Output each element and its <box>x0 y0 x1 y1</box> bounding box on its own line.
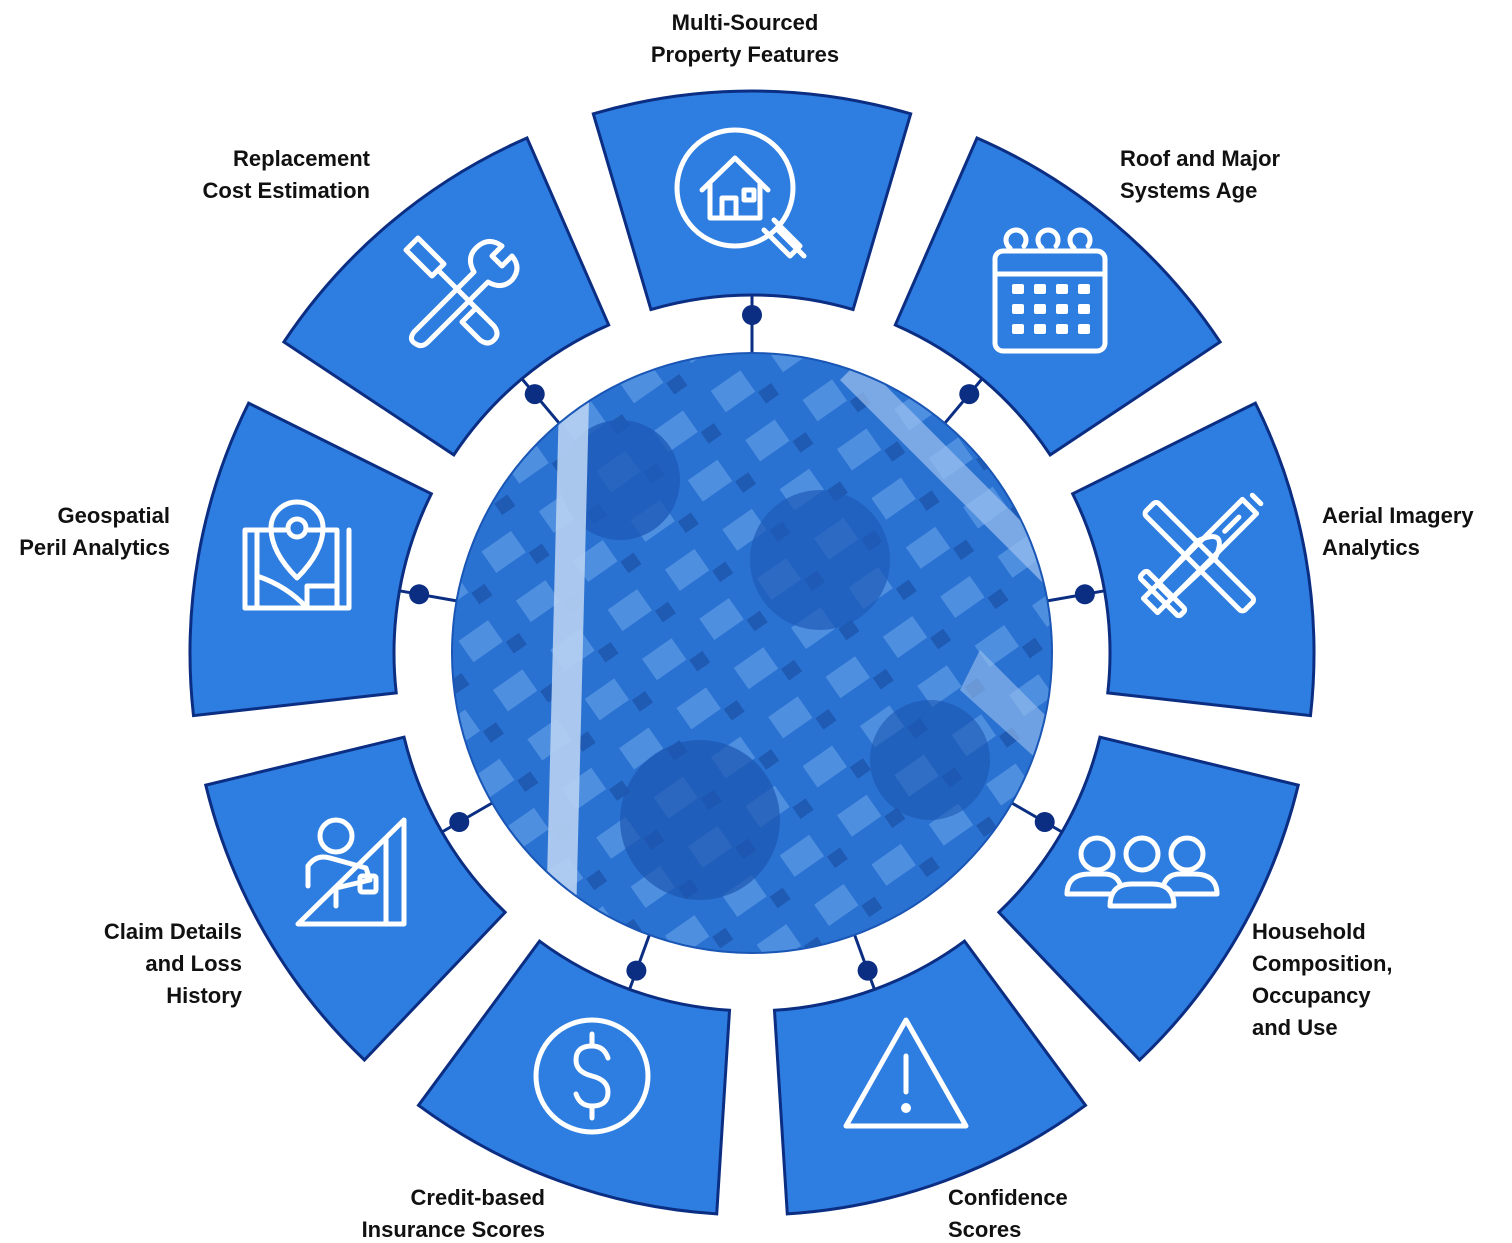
label-replacement-cost: Replacement Cost Estimation <box>203 146 371 203</box>
label-line: Claim Details <box>104 919 242 944</box>
label-line: Credit-based <box>411 1185 545 1210</box>
label-claim-details: Claim Details and Loss History <box>104 919 243 1008</box>
label-line: Occupancy <box>1252 983 1371 1008</box>
segment-roof-age <box>893 136 1223 457</box>
connector-dot <box>857 960 878 981</box>
connector-dot <box>959 384 980 405</box>
map-pin-icon <box>242 499 352 611</box>
label-line: Systems Age <box>1120 178 1257 203</box>
label-line: Replacement <box>233 146 371 171</box>
label-aerial-imagery: Aerial Imagery Analytics <box>1322 503 1474 560</box>
wheel-connectors <box>399 295 1105 990</box>
label-line: Peril Analytics <box>19 535 170 560</box>
connector-dot <box>1074 584 1095 605</box>
label-line: Cost Estimation <box>203 178 370 203</box>
label-line: and Loss <box>145 951 242 976</box>
label-line: Roof and Major <box>1120 146 1281 171</box>
label-roof-age: Roof and Major Systems Age <box>1120 146 1281 203</box>
segment-household <box>996 735 1301 1063</box>
wrench-screwdriver-icon <box>403 235 520 349</box>
connector-dot <box>626 960 647 981</box>
label-geospatial: Geospatial Peril Analytics <box>19 503 170 560</box>
segment-credit-scores <box>416 939 732 1216</box>
person-fallen-ladder-icon <box>295 817 407 927</box>
connector-dot <box>1034 812 1055 832</box>
label-line: History <box>166 983 243 1008</box>
label-line: Household <box>1252 919 1366 944</box>
label-line: Composition, <box>1252 951 1393 976</box>
connector-dot <box>409 584 430 605</box>
dollar-coin-icon <box>533 1017 651 1135</box>
people-group-icon <box>1064 835 1220 909</box>
warning-triangle-icon <box>843 1017 969 1129</box>
label-household: Household Composition, Occupancy and Use <box>1252 919 1393 1040</box>
house-magnifier-icon <box>674 127 807 259</box>
connector-dot <box>742 305 762 325</box>
label-line: and Use <box>1252 1015 1338 1040</box>
airplane-icon <box>1137 492 1264 619</box>
label-line: Insurance Scores <box>362 1217 545 1242</box>
label-credit-scores: Credit-based Insurance Scores <box>362 1185 545 1242</box>
connector-dot <box>524 384 545 405</box>
label-line: Multi-Sourced <box>672 10 819 35</box>
segment-aerial-imagery <box>1070 401 1316 718</box>
segment-claim-details <box>203 735 508 1063</box>
label-line: Property Features <box>651 42 839 67</box>
label-confidence: Confidence Scores <box>948 1185 1068 1242</box>
label-line: Confidence <box>948 1185 1068 1210</box>
calendar-icon <box>992 227 1108 354</box>
aerial-neighborhood-photo <box>451 352 1053 954</box>
label-line: Scores <box>948 1217 1021 1242</box>
label-line: Aerial Imagery <box>1322 503 1474 528</box>
segment-confidence <box>772 939 1088 1216</box>
label-property-features: Multi-Sourced Property Features <box>651 10 839 67</box>
label-line: Analytics <box>1322 535 1420 560</box>
connector-dot <box>449 812 470 832</box>
label-line: Geospatial <box>58 503 170 528</box>
